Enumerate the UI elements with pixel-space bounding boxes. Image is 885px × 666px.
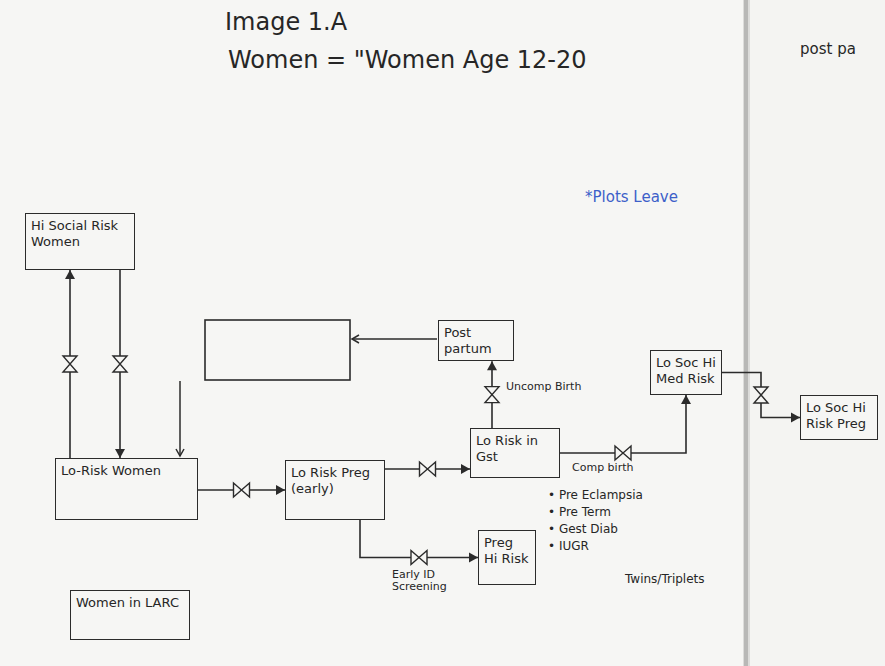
box-text: Preg Hi Risk [484, 535, 530, 566]
stock-box: Lo-Risk Women [55, 458, 198, 520]
valve-symbol [113, 356, 127, 372]
note: Twins/Triplets [625, 572, 705, 586]
panel-heading: post pa [800, 40, 856, 58]
flow-connector [722, 373, 800, 418]
stock-box: Post partum [438, 320, 514, 361]
flow-line [352, 338, 437, 340]
definition-note: Women = "Women Age 12-20 [228, 46, 587, 75]
box-text: Lo Soc Hi Med Risk [656, 355, 716, 386]
box-text: Lo Risk Preg (early) [291, 465, 379, 496]
flow-line [179, 381, 181, 456]
board-panel [0, 0, 743, 666]
stock-box: Preg Hi Risk [478, 530, 536, 585]
stock-box: Women in LARC [70, 590, 190, 640]
valve-symbol [485, 387, 499, 403]
stock-box: Lo Soc Hi Risk Preg [800, 395, 878, 440]
valve-symbol [234, 483, 250, 497]
board-gap [744, 0, 748, 666]
board-title: Image 1.A [225, 8, 347, 36]
stock-box: Hi Social Risk Women [25, 213, 135, 270]
stock-box: Lo Risk Preg (early) [285, 460, 385, 520]
risk-factor: • Gest Diab [548, 522, 618, 536]
flow-connector [560, 395, 686, 453]
box-text: Hi Social Risk Women [31, 218, 129, 249]
box-text: Lo Risk in Gst [476, 433, 554, 464]
flow-label: Uncomp Birth [504, 381, 583, 394]
risk-factor: • Pre Eclampsia [548, 488, 643, 502]
valve-symbol [411, 551, 427, 565]
risk-factor: • IUGR [548, 539, 589, 553]
box-text: Post partum [444, 325, 508, 356]
flow-label: Early ID Screening [390, 569, 474, 594]
stock-box: Lo Soc Hi Med Risk [650, 350, 722, 395]
valve-symbol [754, 387, 768, 403]
empty-stock-box [205, 320, 350, 380]
flow-label: Comp birth [570, 462, 635, 475]
stock-box: Lo Risk in Gst [470, 428, 560, 478]
flow-connector [360, 520, 478, 558]
box-text: Women in LARC [76, 595, 184, 611]
box-text: Lo Soc Hi Risk Preg [806, 400, 872, 431]
board-panel [750, 0, 885, 666]
valve-symbol [63, 356, 77, 372]
valve-symbol [420, 462, 436, 476]
valve-symbol [615, 446, 631, 460]
risk-factor: • Pre Term [548, 505, 611, 519]
note: *Plots Leave [585, 188, 678, 206]
box-text: Lo-Risk Women [61, 463, 192, 479]
